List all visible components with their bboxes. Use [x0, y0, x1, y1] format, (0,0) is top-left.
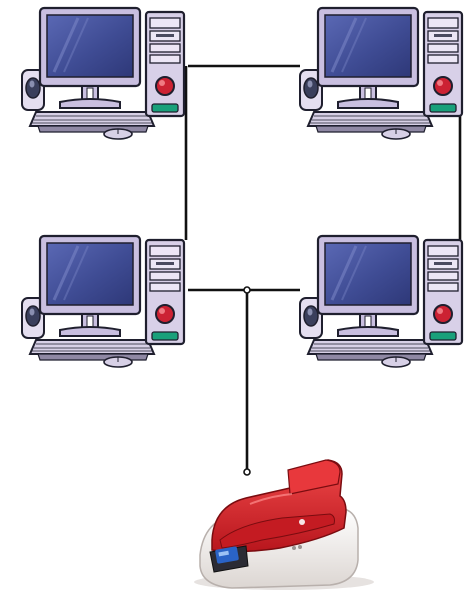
computer-top-right — [300, 8, 462, 139]
computer-top-left — [22, 8, 184, 139]
printer-port-node — [244, 469, 250, 475]
card-printer — [194, 460, 374, 590]
bus-junction-node — [244, 287, 250, 293]
computer-middle-left — [22, 236, 184, 367]
computer-middle-right — [300, 236, 462, 367]
